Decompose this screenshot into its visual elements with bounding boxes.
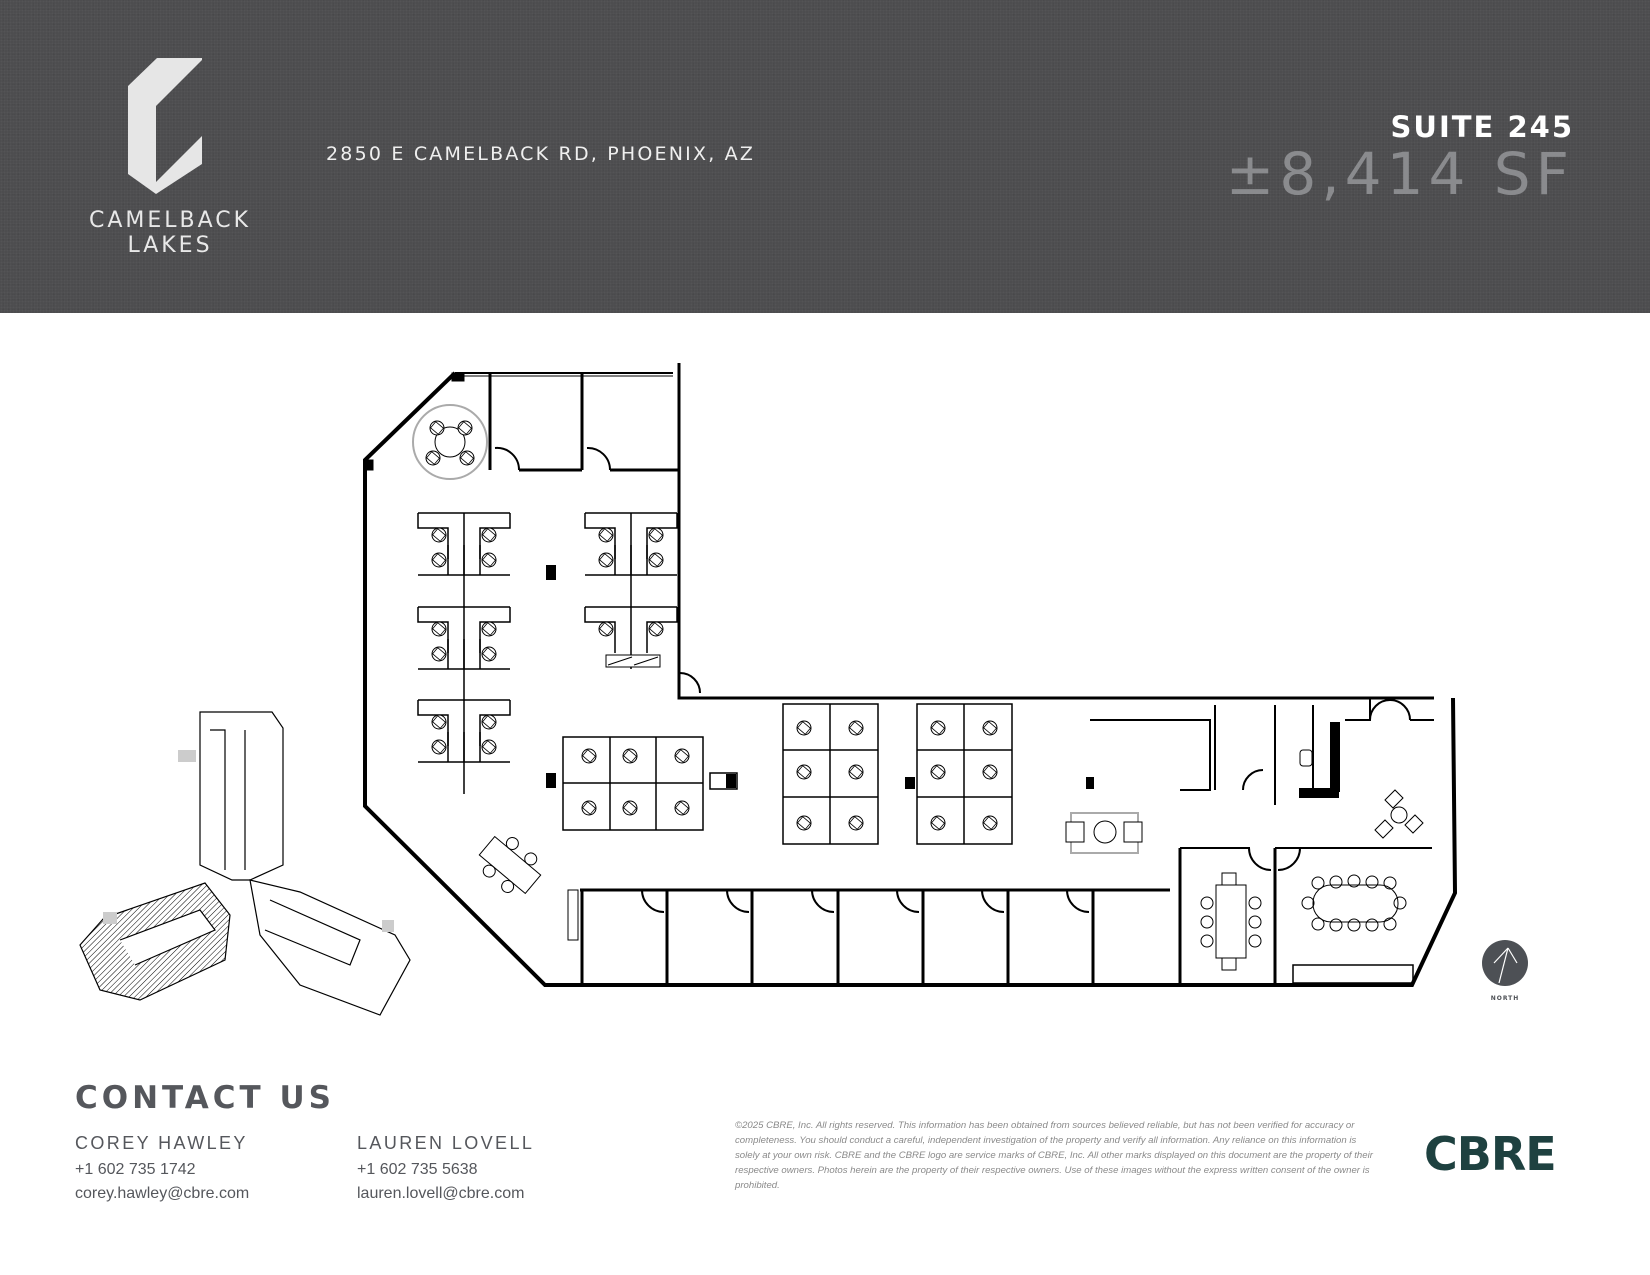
property-address: 2850 E CAMELBACK RD, PHOENIX, AZ — [326, 143, 756, 165]
suite-walls — [363, 363, 1458, 987]
svg-text:NORTH: NORTH — [1491, 995, 1520, 1002]
brand-line-2: LAKES — [127, 233, 213, 258]
north-arrow-icon: NORTH — [1482, 940, 1528, 1002]
cbre-logo: CBRE — [1424, 1127, 1557, 1181]
contact-name: LAUREN LOVELL — [357, 1133, 535, 1153]
contact-phone[interactable]: +1 602 735 5638 — [357, 1161, 478, 1178]
camelback-logo-icon — [128, 58, 202, 194]
brand-line-1: CAMELBACK — [88, 208, 252, 233]
workstations-west — [418, 513, 701, 794]
suite-number: SUITE 245 — [1390, 110, 1574, 144]
brand-name: CAMELBACK LAKES — [60, 208, 280, 258]
conference-rooms — [1200, 872, 1407, 971]
contact-name: COREY HAWLEY — [75, 1133, 248, 1153]
round-table — [412, 404, 488, 480]
collab-table — [478, 835, 542, 895]
contact-title: CONTACT US — [75, 1080, 335, 1116]
south-offices — [580, 847, 1432, 985]
floor-plan — [79, 363, 1458, 1016]
key-plan — [79, 711, 411, 1016]
workstations-center — [546, 703, 1094, 845]
contact-phone[interactable]: +1 602 735 1742 — [75, 1161, 196, 1178]
contact-card-1: COREY HAWLEY +1 602 735 1742 corey.hawle… — [75, 1133, 249, 1209]
contact-email[interactable]: lauren.lovell@cbre.com — [357, 1185, 525, 1202]
square-footage: ±8,414 SF — [1225, 140, 1574, 208]
contact-email[interactable]: corey.hawley@cbre.com — [75, 1185, 250, 1202]
legal-disclaimer: ©2025 CBRE, Inc. All rights reserved. Th… — [735, 1120, 1373, 1191]
header-banner: CAMELBACK LAKES 2850 E CAMELBACK RD, PHO… — [0, 0, 1650, 313]
support-rooms — [1090, 698, 1434, 805]
contact-card-2: LAUREN LOVELL +1 602 735 5638 lauren.lov… — [357, 1133, 534, 1209]
lounge — [1065, 789, 1424, 854]
